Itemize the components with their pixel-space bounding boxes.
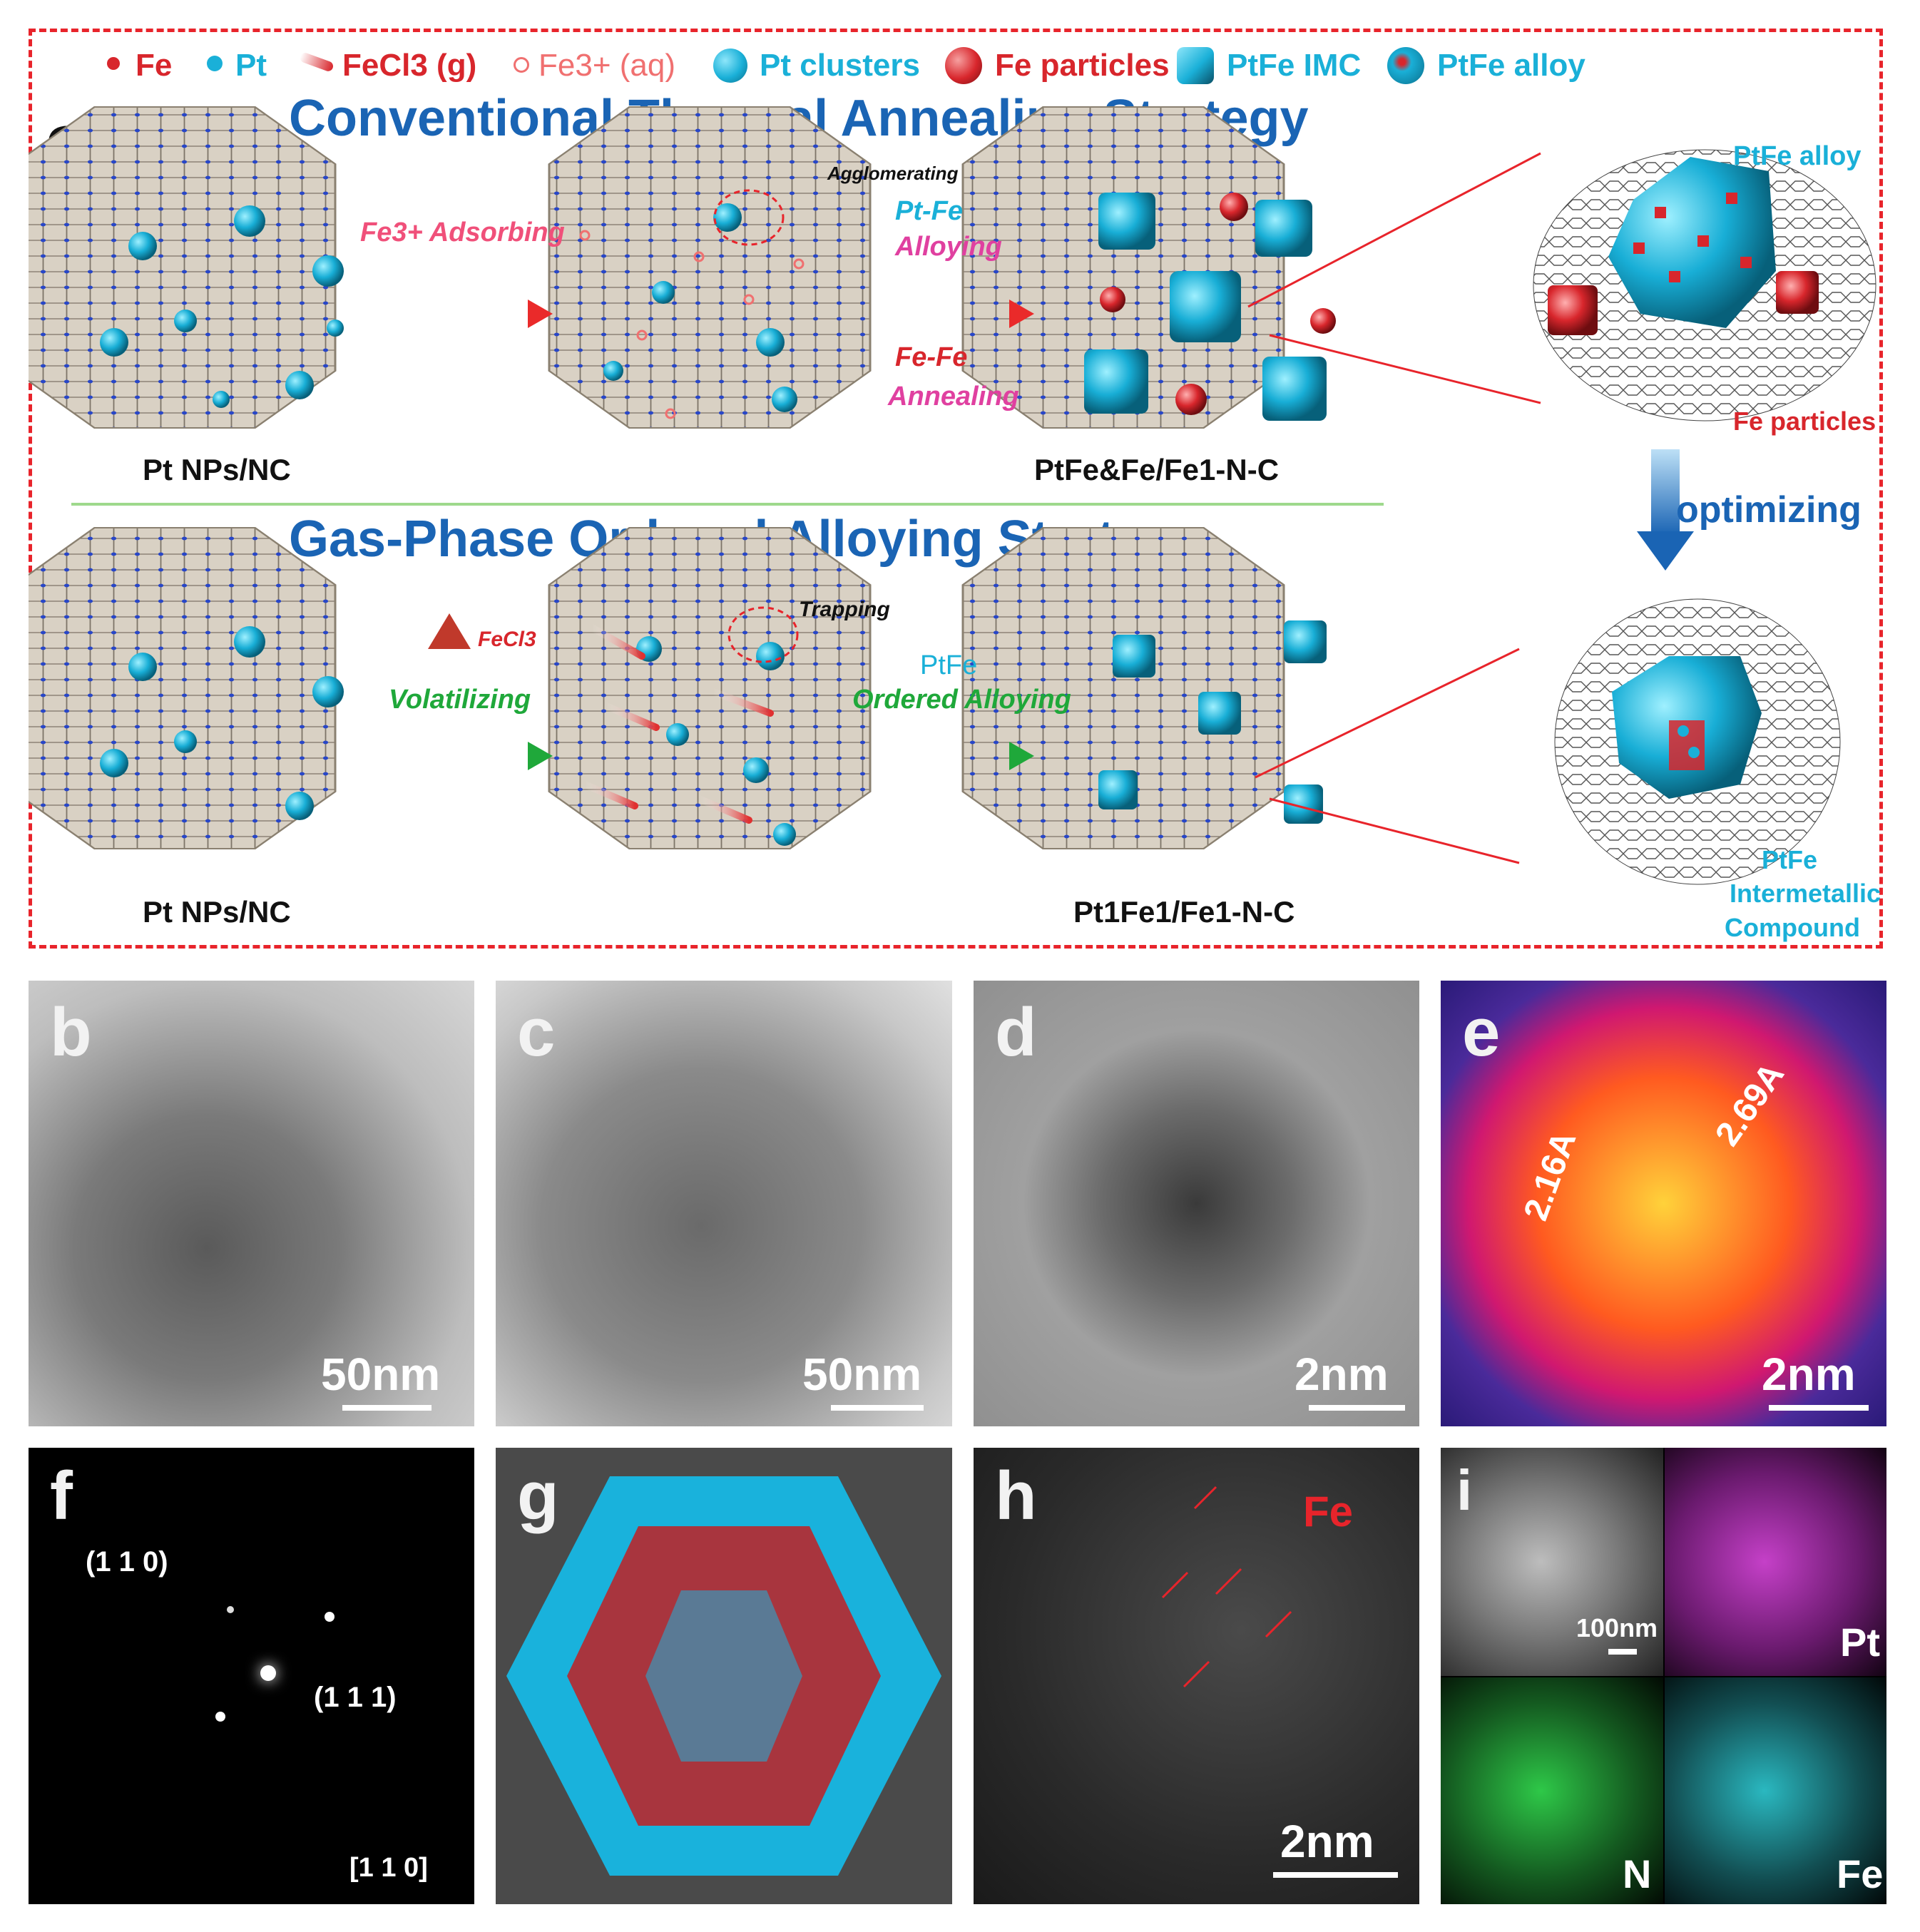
panel-e-haadf: e 2.16A 2.69A 2nm [1441,981,1886,1426]
panel-b-letter: b [50,994,92,1070]
step-ptfe: PtFe [920,650,978,680]
fft-spot [325,1612,335,1622]
panel-e-letter: e [1462,994,1501,1070]
lattice-spacing-2: 2.69A [1708,1056,1792,1153]
fft-center-spot [260,1665,276,1681]
panel-h-scale-bar [1273,1872,1398,1878]
divider-line [71,503,1384,506]
label-imc-1: PtFe [1762,845,1818,874]
zoom-bottom [1554,598,1841,885]
panel-h-scale-text: 2nm [1280,1816,1374,1867]
legend-fe3: Fe3+ (aq) [538,48,675,83]
panel-g-letter: g [517,1458,559,1534]
panel-e-scale-bar [1769,1405,1869,1411]
fe3-ion-icon [514,57,529,73]
panel-b-tem: b 50nm [29,981,474,1426]
eds-fe-label: Fe [1837,1851,1884,1896]
fft-spot [215,1712,225,1722]
step-pt-fe: Pt-Fe [895,196,963,226]
panel-i-letter: i [1456,1458,1473,1522]
panel-h-letter: h [995,1458,1037,1534]
eds-pt-tile [1665,1448,1886,1676]
step-volatilizing: Volatilizing [389,685,531,715]
eds-pt-label: Pt [1840,1620,1880,1665]
panel-c-tem: c 50nm [496,981,952,1426]
bottom-hex-3 [961,527,1327,849]
step-adsorbing: Fe3+ Adsorbing [360,218,565,247]
label-fe-particles: Fe particles [1733,407,1876,436]
legend-fecl3: FeCl3 (g) [342,48,477,83]
miller-index-2: (1 1 1) [314,1682,397,1713]
label-optimizing: optimizing [1676,489,1862,531]
panel-i-scale-text: 100nm [1576,1613,1658,1642]
label-imc-3: Compound [1725,913,1860,942]
panel-f-letter: f [50,1458,73,1534]
step-alloying: Alloying [895,232,1002,262]
fe-atom-icon [107,57,120,70]
panel-d-hrtem: d 2nm [974,981,1419,1426]
step-fecl3: FeCl3 [478,628,536,651]
step-annealing: Annealing [888,382,1019,412]
pt-atom-icon [207,56,223,71]
top-hex-1 [29,106,344,429]
fe-particle-icon [945,47,982,84]
panel-b-scale-bar [342,1405,432,1411]
top-hex-3 [961,106,1336,429]
step-trapping: Trapping [799,598,890,621]
miller-index-1: (1 1 0) [86,1546,168,1578]
panel-d-scale-bar [1309,1405,1405,1411]
fe-label: Fe [1303,1488,1354,1535]
caption-top-left: Pt NPs/NC [143,453,291,486]
bottom-hex-1 [29,527,344,849]
caption-top-right: PtFe&Fe/Fe1-N-C [1034,453,1280,486]
zone-axis: [1 1 0] [349,1853,428,1883]
top-hex-2 [548,106,872,429]
ptfe-alloy-icon [1387,47,1424,84]
legend-pt-clusters: Pt clusters [760,48,920,83]
label-ptfe-alloy: PtFe alloy [1733,141,1862,171]
caption-bottom-right: Pt1Fe1/Fe1-N-C [1073,895,1295,929]
panel-c-scale-bar [831,1405,924,1411]
pt-cluster-icon [713,48,747,83]
panel-d-letter: d [995,994,1037,1070]
legend-ptfe-imc: PtFe IMC [1227,48,1362,83]
ptfe-imc-icon [1177,47,1214,84]
panel-h-haadf: h Fe 2nm [974,1448,1419,1904]
caption-bottom-left: Pt NPs/NC [143,895,291,929]
legend-fe-particles: Fe particles [995,48,1170,83]
step-ordered-alloying: Ordered Alloying [852,685,1071,715]
label-imc-2: Intermetallic [1730,879,1881,908]
panel-e-scale-text: 2nm [1762,1349,1856,1400]
eds-haadf-tile [1441,1448,1663,1676]
panel-d-scale-text: 2nm [1295,1349,1389,1400]
panel-i-scale-bar [1608,1649,1637,1655]
panel-c-scale-text: 50nm [802,1349,922,1400]
eds-n-label: N [1623,1851,1652,1896]
panel-c-letter: c [517,994,556,1070]
fft-spot [227,1606,234,1613]
lattice-spacing-1: 2.16A [1516,1126,1584,1226]
panel-b-scale-text: 50nm [321,1349,441,1400]
bottom-hex-2 [548,527,872,849]
step-fe-fe: Fe-Fe [895,342,968,372]
eds-n-tile [1441,1677,1663,1904]
atomic-model-svg [506,1476,941,1876]
fe-arrows-svg [1161,1486,1292,1688]
schematic-svg [29,106,1876,885]
eds-fe-tile [1665,1677,1886,1904]
panel-g-model: g [496,1448,952,1904]
legend-fe: Fe [136,48,173,83]
legend-ptfe-alloy: PtFe alloy [1437,48,1585,83]
legend-pt: Pt [235,48,267,83]
step-agglomerating: Agglomerating [827,163,959,184]
panel-f-fft: f (1 1 0) (1 1 1) [1 1 0] [29,1448,474,1904]
zoom-top [1533,149,1876,421]
panel-i-eds: i 100nm Pt N Fe [1441,1448,1886,1904]
panel-a-frame [29,29,1883,949]
